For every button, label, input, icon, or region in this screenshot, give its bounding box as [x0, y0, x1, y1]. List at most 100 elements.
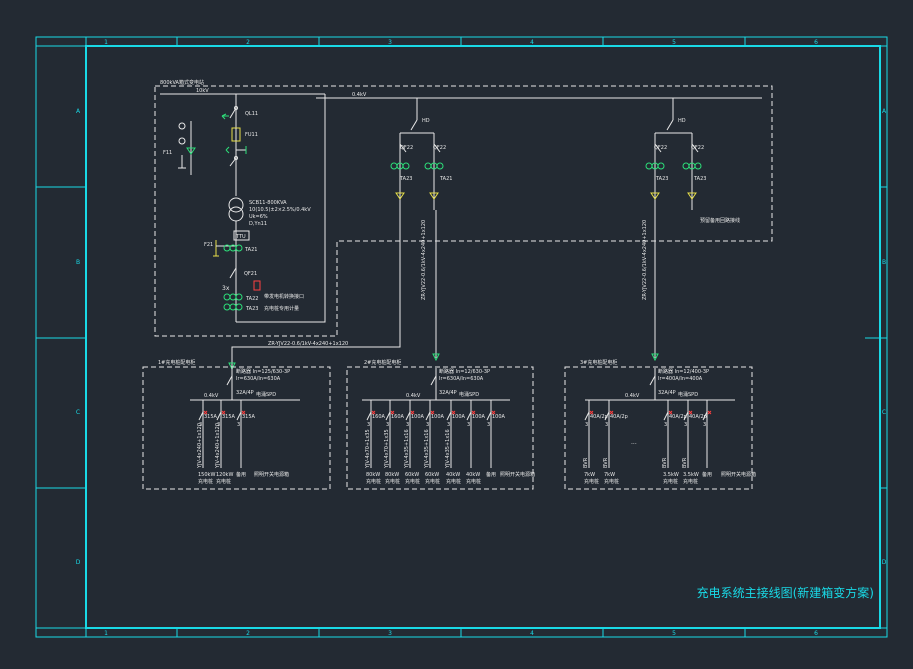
branch-load-label: 40kW [446, 472, 460, 478]
feeder-right: HD QF22 QF22 TA23 TA23 预留备用回路接线 ZR-YJV22… [642, 98, 740, 362]
branch-pole-count: 3 [237, 422, 240, 428]
branch-rating: 315A [204, 414, 218, 420]
branch-load-label: 40kW [466, 472, 480, 478]
branch-pole-count: 3 [386, 422, 389, 428]
cabinet-3-inc-2: Ir=400A/In=400A [658, 376, 703, 382]
mid-bkr-b-label: QF22 [433, 145, 446, 151]
cabinet-2-bus: 0.4kV [406, 393, 421, 399]
branch-breaker [236, 411, 242, 421]
qf21-label: QF21 [244, 271, 257, 277]
cabinet-1-spd: 32A/4P [236, 390, 254, 396]
right-ct-a-label: TA23 [655, 176, 668, 182]
branch-pole-count: 3 [684, 422, 687, 428]
branch-breaker [604, 411, 610, 421]
branch-rating: 40A/2p [689, 414, 707, 420]
branch-load-type: 充电桩 [425, 478, 440, 485]
row-label-left-a: A [76, 108, 81, 115]
branch-load-label: 备用 [702, 471, 712, 478]
col-label-bottom-3: 3 [388, 630, 392, 637]
branch-cable: YJV-4x240+1x120 [215, 423, 221, 469]
branch-cable: YJV-4x35+1x16 [424, 429, 430, 469]
branch-rating: 315A [222, 414, 236, 420]
branch-pole-count: 3 [447, 422, 450, 428]
branch-rating: 160A [372, 414, 386, 420]
col-label-bottom-2: 2 [246, 630, 250, 637]
mid-switch-label: HD [422, 118, 430, 124]
cabinet-1-inc-1: 断路器 In=125/630-3P [236, 368, 290, 375]
lv-arrester-f21: F21 [204, 240, 236, 257]
breaker-trip-mark [688, 410, 693, 415]
branch-pole-count: 3 [585, 422, 588, 428]
cabinet-2-inc-2: Ir=630A/In=630A [439, 376, 484, 382]
branch-load-label: 3.5kW [663, 472, 679, 478]
breaker-trip-mark [609, 410, 614, 415]
branch-cable: BVR [682, 457, 688, 468]
branch-rating: 40A/2p [590, 414, 608, 420]
col-label-bottom-1: 1 [104, 630, 108, 637]
branch-load-label: 60kW [425, 472, 439, 478]
col-label-top-4: 4 [530, 39, 534, 46]
branch-pole-count: 3 [367, 422, 370, 428]
branch-pole-count: 3 [467, 422, 470, 428]
branch-load-type: 充电桩 [385, 478, 400, 485]
right-reserve-note: 预留备用回路接线 [700, 217, 740, 224]
branch-cable: YJV-4x240+1x120 [197, 423, 203, 469]
branch-breaker [216, 411, 222, 421]
col-label-bottom-5: 5 [672, 630, 676, 637]
cabinet-3-bus: 0.4kV [625, 393, 640, 399]
row-label-right-d: D [882, 559, 887, 566]
cabinet-1-inc-2: Ir=630A/In=630A [236, 376, 281, 382]
transformer-line-1: SCB11-800KVA [249, 200, 287, 206]
cabinet-3-spd-label: 电涌SPD [678, 391, 698, 398]
col-label-top-1: 1 [104, 39, 108, 46]
feeder-mid: HD QF22 QF22 TA23 TA21 ZR-YJV22-0.6/1kV-… [228, 98, 452, 371]
ta23-label: TA23 [245, 306, 258, 312]
branch-load-type: 充电桩 [604, 478, 619, 485]
breaker-trip-mark [430, 410, 435, 415]
f21-label: F21 [204, 242, 213, 248]
branch-load-label: 3.5kW [683, 472, 699, 478]
branch-load-type: 充电桩 [405, 478, 420, 485]
row-label-left-b: B [76, 259, 80, 266]
ttu-label: TTU [235, 234, 246, 240]
ct-note-2: 充电桩专用计量 [264, 305, 299, 312]
breaker-trip-mark [451, 410, 456, 415]
ta21-label: TA21 [244, 247, 257, 253]
branch-cable: BVR [662, 457, 668, 468]
cabinet-3-inc-1: 断路器 In=12/400-3P [658, 368, 709, 375]
row-label-left-d: D [76, 559, 81, 566]
branch-load-type: 充电桩 [446, 478, 461, 485]
cabinet-3-ellipsis: ... [631, 439, 637, 446]
cabinet-3-spd: 32A/4P [658, 390, 676, 396]
grid-labels: 1 2 3 4 5 6 1 2 3 4 5 6 A B C D A B C D [76, 39, 887, 637]
mid-cable-b: ZR-YJV22-0.6/1kV-4x240+1x120 [421, 220, 427, 300]
hv-bus-label: 10kV [196, 88, 209, 94]
branch-pole-count: 3 [664, 422, 667, 428]
right-bkr-a-label: QF22 [654, 145, 667, 151]
cabinet-1: 1#充电桩配电柜 断路器 In=125/630-3P Ir=630A/In=63… [142, 359, 331, 490]
f11-label: F11 [163, 150, 172, 156]
branch-pole-count: 3 [406, 422, 409, 428]
ct-multiplier-label: 3x [222, 285, 230, 292]
cabinet-2-title: 2#充电桩配电柜 [364, 359, 401, 366]
branch-rating: 100A [492, 414, 506, 420]
cabinet-2-spd: 32A/4P [439, 390, 457, 396]
branch-load-type: 充电桩 [466, 478, 481, 485]
breaker-trip-mark [471, 410, 476, 415]
substation-label: 800kVA箱式变电站 [160, 79, 204, 86]
branch-pole-count: 3 [217, 422, 220, 428]
breaker-trip-mark [410, 410, 415, 415]
col-label-top-6: 6 [814, 39, 818, 46]
breaker-trip-mark [371, 410, 376, 415]
transformer-line-4: D,Yn11 [249, 221, 267, 227]
branch-load-label: 80kW [366, 472, 380, 478]
branch-rating: 100A [472, 414, 486, 420]
breaker-trip-mark [707, 410, 712, 415]
ttu-box: TTU [233, 230, 250, 241]
fu11-label: FU11 [245, 132, 258, 138]
branch-breaker [405, 411, 411, 421]
ct-ta22-ta23: TA22 TA23 带发电机转换接口 充电桩专用计量 [223, 280, 304, 322]
branch-breaker [466, 411, 472, 421]
col-label-top-5: 5 [672, 39, 676, 46]
